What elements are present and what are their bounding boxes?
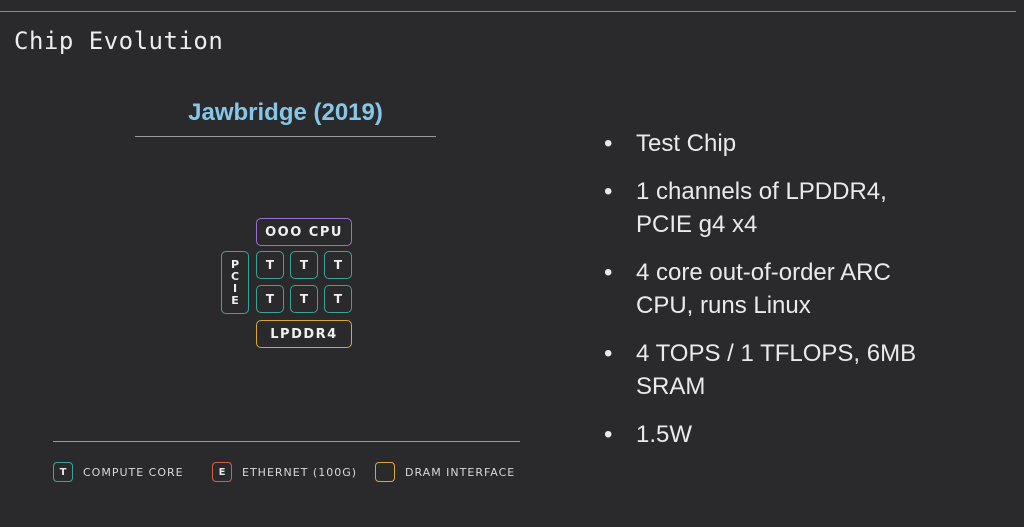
bullet-text: Test Chip xyxy=(636,130,737,157)
compute-core: T xyxy=(256,285,284,313)
pcie-letter: E xyxy=(231,293,239,307)
spec-bullet: 4 core out-of-order ARC CPU, runs Linux xyxy=(600,256,1010,322)
pcie-letter: P xyxy=(230,257,240,271)
bullet-text: 4 core out-of-order ARC xyxy=(636,259,891,286)
lpddr4-block: LPDDR4 xyxy=(256,320,352,348)
chip-title-divider xyxy=(135,136,436,137)
top-divider xyxy=(0,11,1016,12)
bullet-text: 4 TOPS / 1 TFLOPS, 6MB xyxy=(636,340,917,367)
spec-bullet: 1 channels of LPDDR4, PCIE g4 x4 xyxy=(600,175,1010,241)
pcie-block: P C I E xyxy=(221,251,249,314)
pcie-letter: C xyxy=(230,269,240,283)
cpu-block: OOO CPU xyxy=(256,218,352,246)
legend-compute-core: T COMPUTE CORE xyxy=(53,462,184,482)
legend-ethernet: E ETHERNET (100G) xyxy=(212,462,357,482)
slide-title: Chip Evolution xyxy=(14,27,224,55)
compute-core: T xyxy=(324,251,352,279)
bullet-text: 1.5W xyxy=(636,421,693,448)
spec-bullet-list: Test Chip 1 channels of LPDDR4, PCIE g4 … xyxy=(600,127,1010,466)
bullet-text: SRAM xyxy=(636,373,706,400)
spec-bullet: Test Chip xyxy=(600,127,1010,160)
bullet-text: CPU, runs Linux xyxy=(636,292,811,319)
legend-dram-interface: DRAM INTERFACE xyxy=(375,462,515,482)
legend-swatch xyxy=(375,462,395,482)
pcie-letter: I xyxy=(232,281,238,295)
chip-title: Jawbridge (2019) xyxy=(188,99,383,126)
compute-core: T xyxy=(290,285,318,313)
legend-label: ETHERNET (100G) xyxy=(242,465,358,479)
spec-bullet: 4 TOPS / 1 TFLOPS, 6MB SRAM xyxy=(600,337,1010,403)
compute-core: T xyxy=(256,251,284,279)
legend-label: DRAM INTERFACE xyxy=(405,465,516,479)
compute-core: T xyxy=(290,251,318,279)
bullet-text: PCIE g4 x4 xyxy=(636,211,758,238)
legend-divider xyxy=(53,441,520,442)
legend-label: COMPUTE CORE xyxy=(83,465,184,479)
legend-swatch: T xyxy=(53,462,73,482)
spec-bullet: 1.5W xyxy=(600,418,1010,451)
legend-swatch: E xyxy=(212,462,232,482)
compute-core: T xyxy=(324,285,352,313)
bullet-text: 1 channels of LPDDR4, xyxy=(636,178,887,205)
